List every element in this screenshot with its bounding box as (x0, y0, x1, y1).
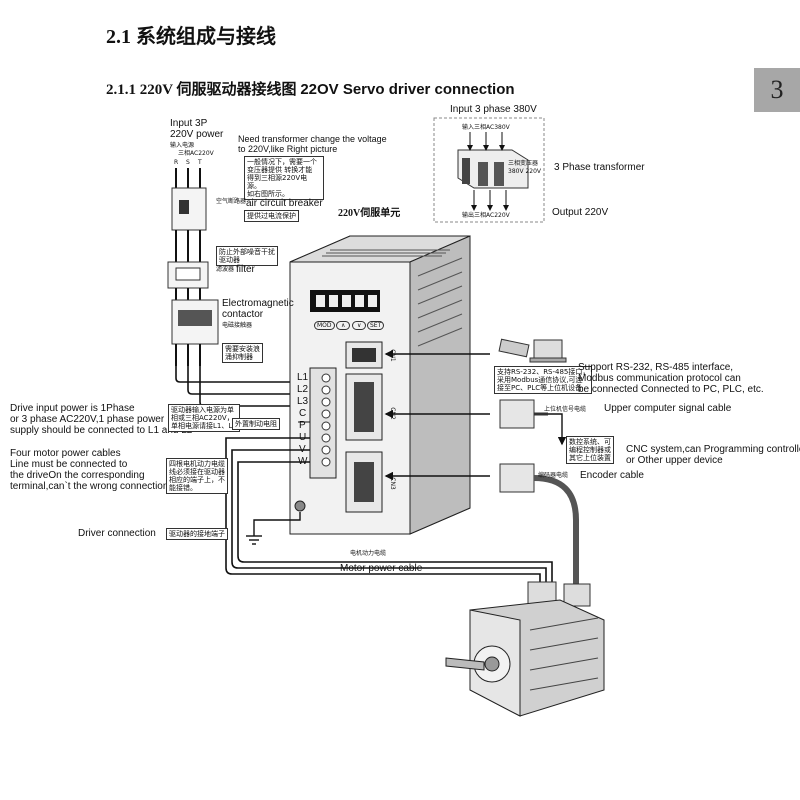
transformer-need-1: Need transformer change the voltage (238, 134, 387, 144)
terminal-u: U (299, 432, 307, 443)
filter-en: filter (236, 264, 255, 275)
chapter-tab[interactable]: 3 (754, 68, 800, 112)
phase-t-label: T (198, 159, 202, 166)
transformer-icon (457, 132, 529, 211)
contactor-note-cn: 需要安装浪 涌抑制器 (222, 343, 263, 363)
comm-en-2: Modbus communication protocol can (578, 373, 741, 384)
section-heading: 2.1 系统组成与接线 (106, 26, 276, 48)
input-power-lines (175, 168, 201, 188)
terminal-c: C (299, 408, 307, 419)
comm-en-1: Support RS-232, RS-485 interface, (578, 362, 734, 373)
cn3-label: CN3 (388, 477, 396, 490)
encoder-cable-en: Encoder cable (580, 470, 644, 481)
transformer-input-label: Input 3 phase 380V (450, 104, 537, 115)
breaker-cn: 空气断路器 (216, 198, 247, 205)
motor-cable-cn: 电机动力电缆 (350, 550, 387, 557)
cn1-label: CN1 (388, 349, 396, 362)
upper-cable-plug (499, 399, 548, 429)
subsection-heading-en: 22OV Servo driver connection (300, 81, 515, 98)
motor-power-2: Line must be connected to (10, 459, 128, 470)
drive-power-2: or 3 phase AC220V,1 phase power (10, 414, 165, 425)
motor-power-4: terminal,can`t the wrong connection. (10, 481, 172, 492)
phase-s-label: S (186, 159, 190, 166)
transformer-input-cn: 输入三相AC380V (462, 124, 510, 131)
transformer-output-cn: 输出三相AC220V (462, 212, 510, 219)
contactor-icon (171, 299, 219, 366)
terminal-v: V (299, 444, 306, 455)
pc-icon (498, 338, 567, 363)
down-button[interactable]: ∨ (352, 321, 367, 330)
drive-power-3: supply should be connected to L1 and L2 (10, 425, 193, 436)
circuit-breaker-icon (171, 187, 207, 262)
cn2-label: CN2 (388, 407, 396, 420)
servo-motor-icon (445, 581, 605, 717)
transformer-output-label: Output 220V (552, 207, 609, 218)
drive-power-note-cn: 驱动器输入电源为单 相或三相AC220V， 单相电源请接L1、L2 (168, 404, 240, 432)
transformer-need-2: to 220V,like Right picture (238, 144, 338, 154)
motor-power-note-cn: 四根电机动力电缆 线必须接在驱动器 相应的端子上，不 能接错。 (166, 458, 228, 494)
terminal-w: W (298, 456, 308, 467)
phase-r-label: R (174, 159, 179, 166)
terminal-l1: L1 (297, 372, 309, 383)
driver-connection-label: Driver connection (78, 528, 156, 539)
power-input-label-2: 220V power (170, 129, 224, 140)
motor-cable-en: Motor power cable (340, 563, 423, 574)
servo-unit-label: 220V伺服单元 (338, 208, 401, 219)
subsection-heading-prefix: 2.1.1 220V 伺服驱动器接线图 (106, 82, 301, 98)
ground-wire (246, 512, 301, 545)
transformer-box-cn-1: 三相变压器 (508, 160, 539, 167)
transformer-frame (433, 117, 545, 223)
contactor-en-2: contactor (222, 309, 264, 320)
driver-ground-note-cn: 驱动器的接地端子 (166, 528, 228, 540)
terminal-l3: L3 (297, 396, 309, 407)
subsection-heading: 2.1.1 220V 伺服驱动器接线图 22OV Servo driver co… (106, 78, 515, 99)
transformer-box-cn-2: 380V 220V (508, 168, 542, 175)
encoder-cable-plug (499, 463, 535, 493)
encoder-cable-cn: 编码器电缆 (538, 472, 569, 479)
comm-note-cn: 支持RS-232、RS-485接口， 采用Modbus通信协议,可连 接至PC、… (494, 366, 593, 394)
cnc-en-1: CNC system,can Programming controller (626, 444, 800, 455)
power-input-label-1: Input 3P (170, 118, 208, 129)
mod-button[interactable]: MOD (314, 321, 335, 330)
contactor-cn: 电磁接触器 (222, 322, 253, 329)
upper-cable-en: Upper computer signal cable (604, 403, 732, 414)
power-input-cn-2: 三相AC220V (178, 150, 214, 157)
motor-power-wires (225, 437, 553, 588)
set-button[interactable]: SET (367, 321, 385, 330)
terminal-p: P (299, 420, 306, 431)
comm-en-3: be connected Connected to PC, PLC, etc. (578, 384, 764, 395)
transformer-name: 3 Phase transformer (554, 162, 645, 173)
transformer-need-note-cn: 一般情况下，需要一个 变压器提供 转换才能 得到三相源220V电源。 如右图所示… (244, 156, 324, 200)
drive-power-1: Drive input power is 1Phase (10, 403, 135, 414)
servo-drive-body (289, 235, 471, 535)
filter-icon (167, 261, 209, 300)
power-input-cn-1: 输入电源 (170, 142, 195, 149)
brake-resistor-note-cn: 外置制动电阻 (232, 418, 280, 430)
cnc-note-cn: 数控系统、可 编程控制器或 其它上位装置 (566, 436, 614, 464)
filter-cn: 滤波器 (216, 266, 235, 273)
breaker-note-cn: 提供过电流保护 (244, 210, 299, 222)
filter-note-cn: 防止外部噪音干扰 驱动器 (216, 246, 278, 266)
encoder-cable (533, 475, 579, 588)
cnc-en-2: or Other upper device (626, 455, 723, 466)
motor-power-3: the driveOn the corresponding (10, 470, 145, 481)
up-button[interactable]: ∧ (336, 321, 351, 330)
contactor-en-1: Electromagnetic (222, 298, 294, 309)
breaker-en: air circuit breaker (246, 198, 323, 209)
upper-cable-cn: 上位机信号电缆 (544, 406, 587, 413)
terminal-l2: L2 (297, 384, 309, 395)
motor-power-1: Four motor power cables (10, 448, 121, 459)
